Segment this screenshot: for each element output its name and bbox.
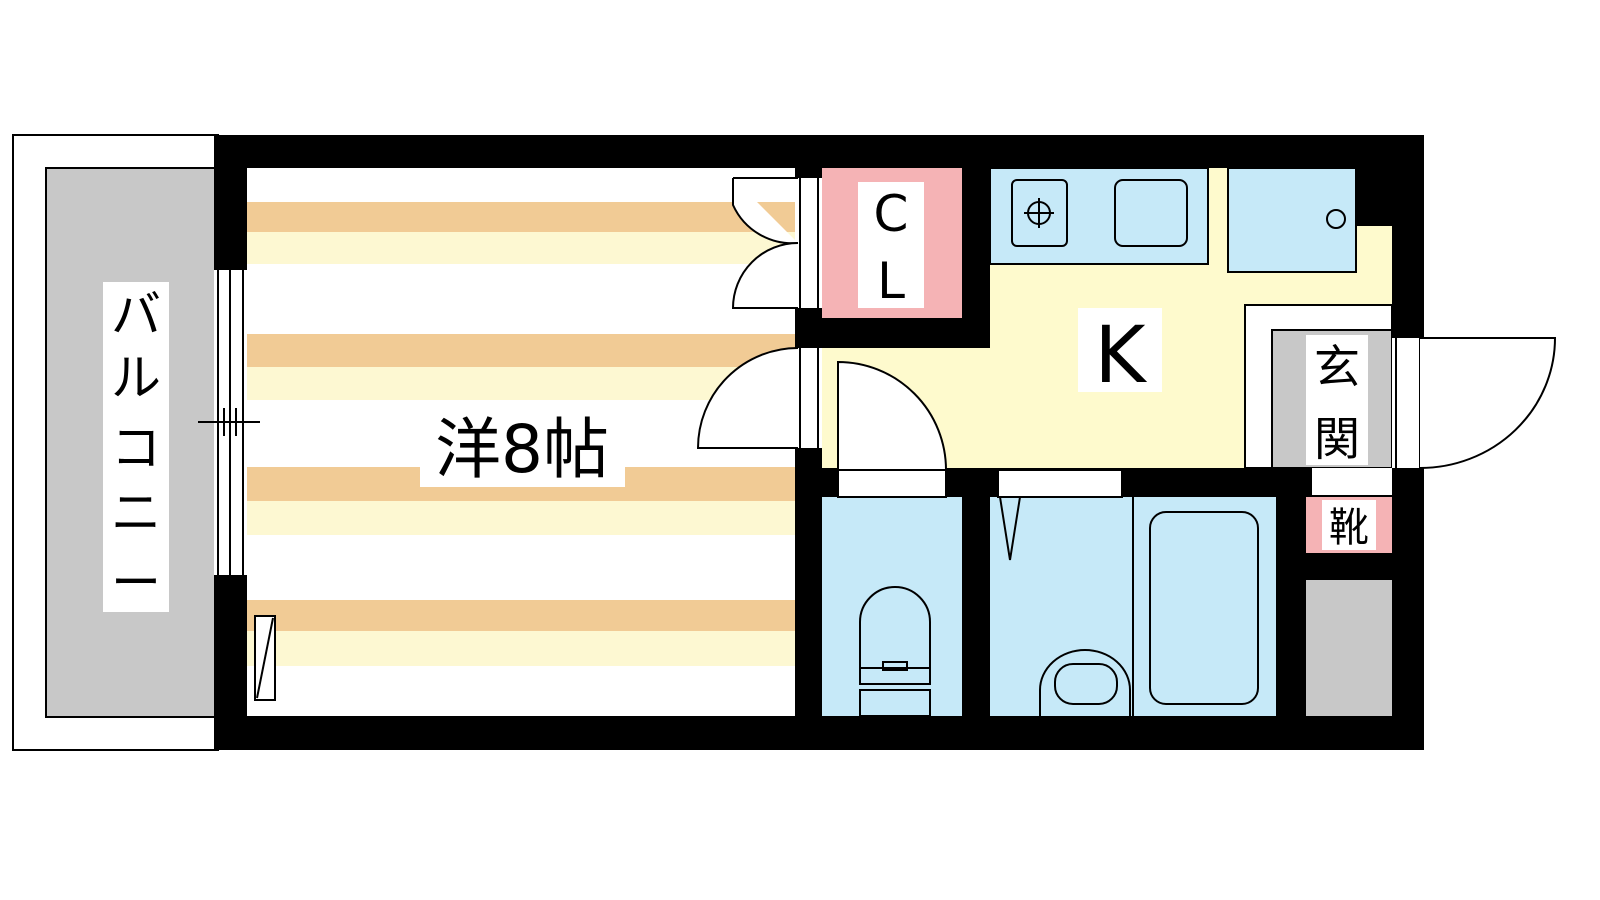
entrance: 玄 関	[1244, 304, 1393, 495]
kitchen-label-bg	[1078, 308, 1162, 392]
closet-label-l: L	[877, 252, 905, 310]
toilet-door	[837, 360, 948, 471]
shoe-box: 靴	[1306, 497, 1392, 553]
balcony-label-2: ル	[111, 349, 161, 407]
entrance-label-1: 玄	[1314, 340, 1360, 394]
balcony-label-4: ニ	[111, 484, 161, 542]
balcony-window	[198, 270, 260, 575]
balcony: バ ル コ ニ ー	[12, 134, 219, 751]
western-room-label: 洋8帖	[435, 411, 609, 488]
shoe-box-label: 靴	[1329, 505, 1369, 551]
balcony-label-bg	[103, 282, 169, 612]
bathroom	[990, 469, 1276, 716]
balcony-label-1: バ	[111, 286, 161, 344]
western-room: 洋8帖	[247, 168, 795, 716]
kitchen-label: K	[1094, 311, 1147, 401]
closet: C L	[822, 168, 962, 318]
closet-label-c: C	[874, 185, 909, 243]
balcony-label-5: ー	[111, 554, 161, 612]
room-door	[696, 347, 822, 449]
bathtub	[1149, 511, 1259, 705]
stove	[1011, 179, 1068, 247]
balcony-label-3: コ	[111, 419, 161, 477]
entrance-label-2: 関	[1314, 412, 1360, 466]
bathroom-door	[997, 469, 1123, 498]
washbasin	[1039, 649, 1131, 716]
toilet-bowl	[859, 586, 931, 669]
room-label-bg	[420, 405, 625, 487]
sink	[1114, 179, 1188, 247]
entrance-door	[1392, 337, 1557, 469]
toilet-room	[822, 360, 962, 717]
entrance-label-bg	[1306, 335, 1368, 465]
closet-doors	[731, 177, 822, 309]
storage	[1306, 580, 1392, 716]
appliance-space	[1227, 167, 1357, 273]
